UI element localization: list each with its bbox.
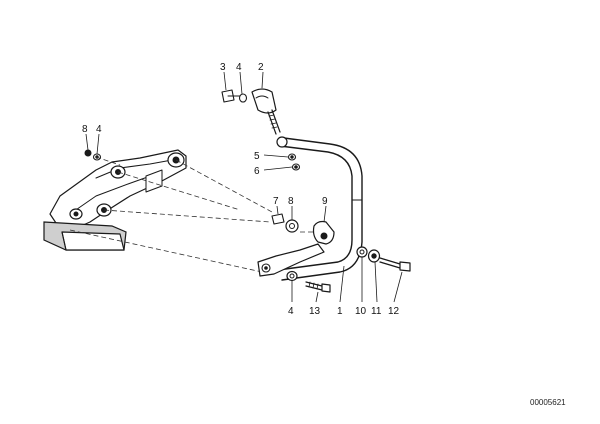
part-label: 13 bbox=[309, 306, 321, 317]
part-label: 9 bbox=[322, 196, 328, 207]
part-label: 4 bbox=[96, 124, 102, 135]
part-label: 8 bbox=[82, 124, 88, 135]
part-label: 12 bbox=[388, 306, 400, 317]
part-label: 11 bbox=[371, 306, 382, 317]
part-label: 8 bbox=[288, 196, 294, 207]
left-fastener-pair bbox=[84, 149, 102, 161]
right-fasteners-10-11-12 bbox=[356, 246, 411, 272]
part-label: 3 bbox=[220, 62, 226, 73]
part-label: 6 bbox=[254, 166, 260, 177]
part-label: 10 bbox=[355, 306, 367, 317]
lower-fasteners-4-13 bbox=[286, 270, 331, 293]
part-label: 4 bbox=[288, 306, 294, 317]
main-tube-bar bbox=[257, 136, 363, 281]
part-label: 7 bbox=[273, 196, 279, 207]
fasteners-5-6 bbox=[287, 153, 301, 171]
upper-clamp-group bbox=[221, 88, 281, 135]
part-label: 2 bbox=[258, 62, 264, 73]
part-labels: 3 4 2 8 4 5 6 7 8 9 4 13 1 10 11 12 bbox=[82, 62, 400, 317]
pedal-bracket-assembly bbox=[43, 149, 187, 251]
document-number: 00005621 bbox=[530, 398, 566, 407]
part-label: 4 bbox=[236, 62, 242, 73]
assembly-guide-lines bbox=[69, 156, 318, 273]
part-label: 1 bbox=[337, 306, 343, 317]
leader-lines bbox=[85, 71, 403, 303]
part-label: 5 bbox=[254, 151, 260, 162]
bushings-7-8-9 bbox=[271, 213, 335, 245]
